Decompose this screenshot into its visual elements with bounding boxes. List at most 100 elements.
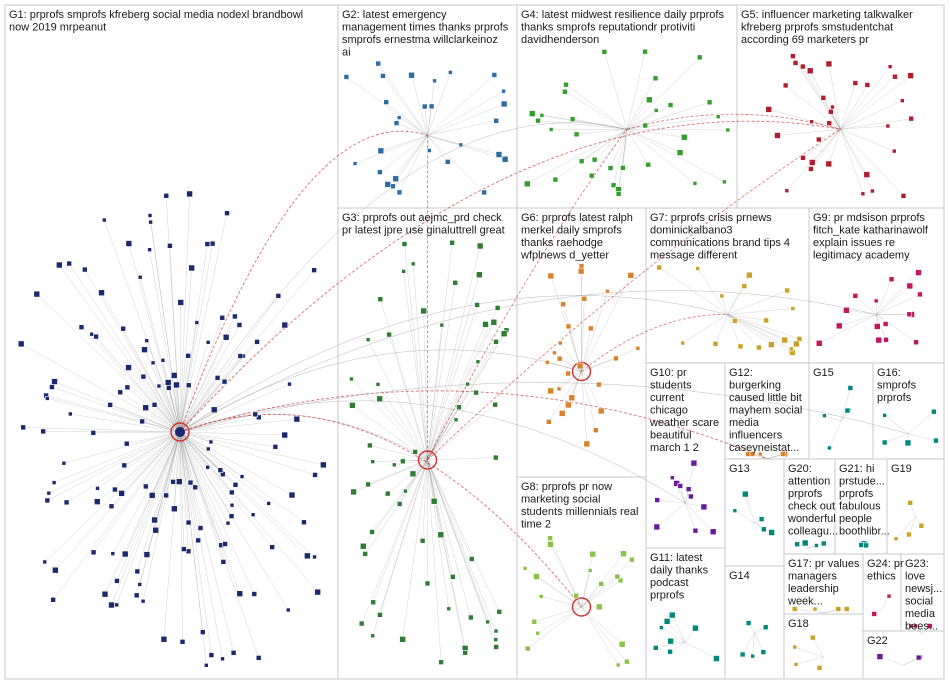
edge <box>795 656 824 665</box>
node-g8 <box>624 658 630 665</box>
edge <box>427 457 496 461</box>
node-g2 <box>396 189 403 196</box>
edge <box>427 459 472 618</box>
node-g8 <box>617 577 624 584</box>
node-g3 <box>399 636 406 643</box>
edge <box>810 129 841 170</box>
node-g1 <box>229 502 235 508</box>
node-g20 <box>801 539 809 547</box>
edge <box>36 293 181 433</box>
edge <box>121 431 181 494</box>
edge <box>622 129 628 168</box>
edge <box>155 431 181 531</box>
node-g16 <box>882 413 887 418</box>
group-boxes <box>4 4 945 680</box>
node-g1 <box>139 418 145 425</box>
node-g4 <box>620 165 626 171</box>
edge <box>895 516 916 539</box>
node-g2 <box>428 103 435 110</box>
node-g6 <box>560 301 566 308</box>
node-g2 <box>408 71 415 79</box>
inter-group-edge <box>179 122 628 433</box>
node-g10 <box>709 528 717 535</box>
edge <box>179 193 190 433</box>
node-g3 <box>438 659 444 666</box>
node-g1 <box>147 247 152 252</box>
edge <box>413 263 428 461</box>
node-g2 <box>444 159 451 165</box>
edge <box>179 431 243 477</box>
edge <box>379 459 428 615</box>
edge <box>120 392 181 433</box>
node-g1 <box>163 492 169 499</box>
edge <box>427 135 448 162</box>
edge <box>143 376 181 433</box>
edge <box>179 431 269 504</box>
edge <box>179 431 229 524</box>
edge <box>537 606 582 634</box>
node-g2 <box>390 183 396 190</box>
node-g19 <box>906 531 912 538</box>
edge <box>114 431 181 490</box>
group-label-g4: G4: latest midwest resilience daily prpr… <box>521 9 724 46</box>
node-g1 <box>147 213 153 218</box>
node-g1 <box>134 568 141 575</box>
node-g19 <box>893 536 899 542</box>
edge <box>179 431 209 450</box>
node-g1 <box>314 588 321 596</box>
node-g1 <box>95 486 100 491</box>
edge <box>685 503 696 531</box>
edge <box>855 295 877 315</box>
node-g2 <box>500 100 508 108</box>
node-g1 <box>118 490 125 497</box>
edge <box>876 272 919 315</box>
edge <box>685 642 717 659</box>
edge <box>558 371 582 390</box>
inter-group-edge <box>427 129 628 461</box>
edge <box>179 431 223 659</box>
node-g6 <box>545 360 550 365</box>
node-g10 <box>654 497 661 503</box>
edge <box>137 431 181 572</box>
node-g3 <box>412 449 418 455</box>
node-g11 <box>659 625 664 630</box>
edge <box>179 431 183 642</box>
edge <box>613 129 628 186</box>
edge <box>846 310 877 315</box>
node-g6 <box>557 340 563 346</box>
edge <box>179 417 259 433</box>
node-g10 <box>685 486 692 492</box>
edge <box>403 271 428 461</box>
inter-group-edge <box>179 413 582 608</box>
edge <box>427 304 478 461</box>
node-g10 <box>692 527 699 534</box>
edge <box>626 102 710 130</box>
node-g2 <box>448 70 453 75</box>
node-g1 <box>232 313 238 320</box>
node-g1 <box>121 462 128 469</box>
edge <box>819 314 877 344</box>
edge <box>21 343 181 433</box>
node-g1 <box>185 353 191 359</box>
node-g1 <box>224 210 230 216</box>
edge <box>399 135 428 193</box>
node-g1 <box>208 439 214 445</box>
node-g1 <box>195 537 201 544</box>
edge <box>126 431 181 444</box>
node-g1 <box>222 334 230 341</box>
node-g5 <box>900 193 907 199</box>
node-g6 <box>613 355 619 362</box>
node-g5 <box>892 73 898 80</box>
node-g23 <box>913 623 918 629</box>
edge <box>116 431 181 605</box>
node-g22 <box>915 654 922 661</box>
edge <box>581 583 602 608</box>
node-g3 <box>437 531 445 539</box>
node-g16 <box>931 408 937 415</box>
node-g1 <box>164 379 172 386</box>
edge <box>179 431 199 541</box>
node-g8 <box>524 645 531 652</box>
node-g14 <box>762 624 769 631</box>
